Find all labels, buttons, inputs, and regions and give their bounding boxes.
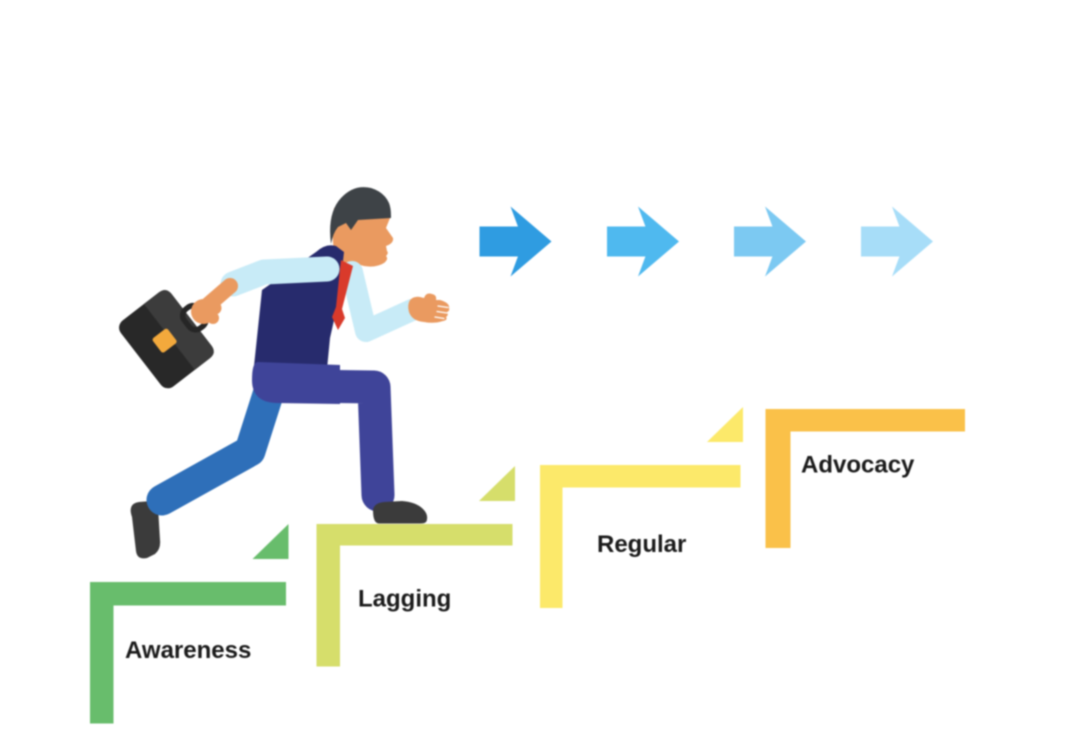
- step-shape: [316, 524, 513, 667]
- arrow-right-icon: [607, 206, 679, 277]
- front-leg: [283, 369, 395, 512]
- step-shape: [90, 582, 286, 724]
- fist-knuckle-2: [207, 312, 219, 324]
- front-hand-finger-gaps: [434, 305, 449, 320]
- step-shape: [765, 409, 965, 548]
- steps-group: Awareness Lagging Regular Advocacy: [90, 407, 965, 724]
- arrows-group: [479, 206, 933, 277]
- tie: [332, 260, 353, 330]
- step-shape: [540, 465, 741, 608]
- step-label: Awareness: [125, 637, 251, 664]
- arrow-right-icon: [861, 206, 933, 277]
- hair: [330, 187, 391, 244]
- back-arm-sleeve: [220, 256, 340, 297]
- step-corner-triangle: [479, 466, 515, 501]
- briefcase-clasp: [152, 328, 177, 353]
- briefcase: [119, 290, 214, 389]
- businessman-illustration: [119, 187, 450, 559]
- front-arm-sleeve: [341, 261, 423, 342]
- step-lagging: Lagging: [316, 466, 515, 667]
- step-regular: Regular: [540, 407, 743, 608]
- front-hand: [408, 293, 450, 323]
- step-corner-triangle: [252, 524, 289, 559]
- back-forearm: [200, 278, 238, 313]
- step-advocacy: Advocacy: [765, 409, 965, 548]
- back-leg: [146, 366, 288, 516]
- step-label: Lagging: [358, 586, 451, 613]
- step-label: Regular: [597, 531, 686, 558]
- arrow-right-icon: [734, 206, 806, 277]
- back-shoe: [130, 501, 161, 559]
- front-shoe: [373, 501, 428, 524]
- back-hand-fist: [191, 299, 222, 324]
- step-label: Advocacy: [801, 452, 915, 479]
- step-corner-triangle: [707, 407, 743, 442]
- briefcase-lid: [143, 290, 214, 370]
- step-awareness: Awareness: [90, 524, 289, 724]
- fist-knuckle-1: [208, 301, 222, 315]
- arrow-right-icon: [479, 206, 552, 277]
